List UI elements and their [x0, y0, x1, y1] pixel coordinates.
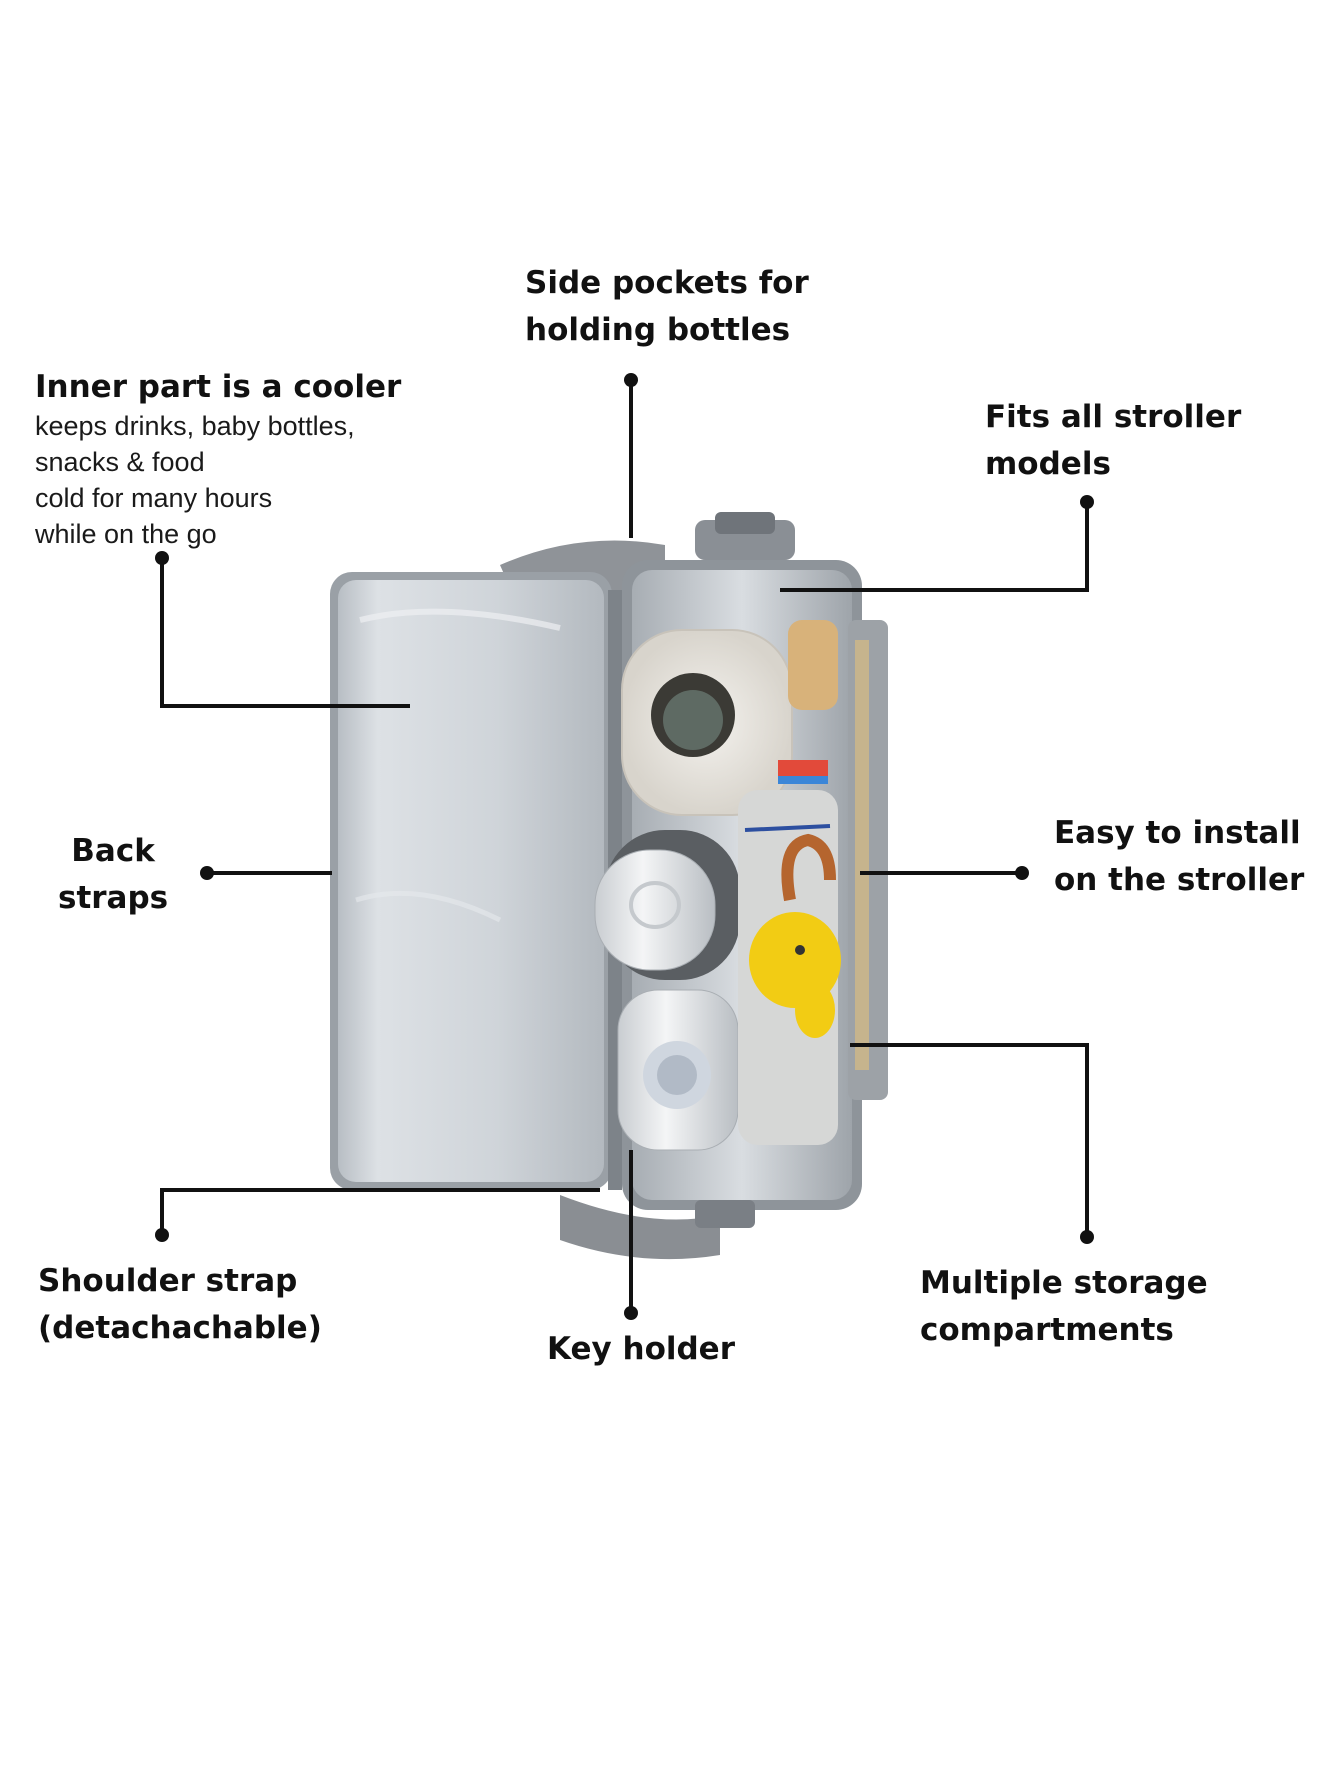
label-key-holder-line1: Key holder	[547, 1331, 735, 1367]
leader-storage	[850, 1043, 1089, 1237]
leader-dots	[155, 373, 1094, 1320]
inner-cooler-desc-line: while on the go	[35, 519, 217, 549]
label-back-straps-line2: straps	[58, 880, 169, 916]
label-fits-stroller-line2: models	[985, 446, 1111, 482]
label-fits-stroller-line1: Fits all stroller	[985, 399, 1242, 435]
label-storage: Multiple storage compartments	[920, 1260, 1208, 1354]
label-inner-cooler-desc: keeps drinks, baby bottles, snacks & foo…	[35, 408, 355, 552]
label-shoulder-strap-line1: Shoulder strap	[38, 1263, 298, 1299]
label-side-pockets-line1: Side pockets for	[525, 265, 809, 301]
label-inner-cooler-title: Inner part is a cooler	[35, 369, 402, 405]
inner-cooler-desc-line: snacks & food	[35, 447, 205, 477]
label-easy-install-line1: Easy to install	[1054, 815, 1301, 851]
paper-towel-graphic	[621, 629, 793, 816]
baby-bottle-2-graphic	[617, 989, 739, 1151]
label-fits-stroller: Fits all stroller models	[985, 394, 1241, 488]
label-back-straps: Back straps	[58, 828, 168, 922]
inner-cooler-desc-line: cold for many hours	[35, 483, 273, 513]
duck-toy-graphic	[749, 833, 841, 1038]
label-key-holder: Key holder	[547, 1326, 735, 1373]
label-easy-install: Easy to install on the stroller	[1054, 810, 1304, 904]
label-back-straps-line1: Back	[71, 833, 155, 869]
leader-fits-stroller	[780, 502, 1089, 592]
cooler-lid-graphic	[330, 572, 612, 1190]
label-easy-install-line2: on the stroller	[1054, 862, 1305, 898]
inner-cooler-desc-line: keeps drinks, baby bottles,	[35, 411, 355, 441]
baby-bottle-graphic	[594, 830, 740, 980]
leader-shoulder-strap	[160, 1188, 600, 1235]
label-shoulder-strap-line2: (detachachable)	[38, 1310, 322, 1346]
label-shoulder-strap: Shoulder strap (detachachable)	[38, 1258, 322, 1352]
label-side-pockets-line2: holding bottles	[525, 312, 791, 348]
label-storage-line2: compartments	[920, 1312, 1174, 1348]
leader-lines	[160, 380, 1089, 1313]
leader-inner-cooler	[160, 558, 410, 708]
label-side-pockets: Side pockets for holding bottles	[525, 260, 809, 354]
label-storage-line1: Multiple storage	[920, 1265, 1208, 1301]
wooden-toy-graphic	[788, 620, 838, 710]
